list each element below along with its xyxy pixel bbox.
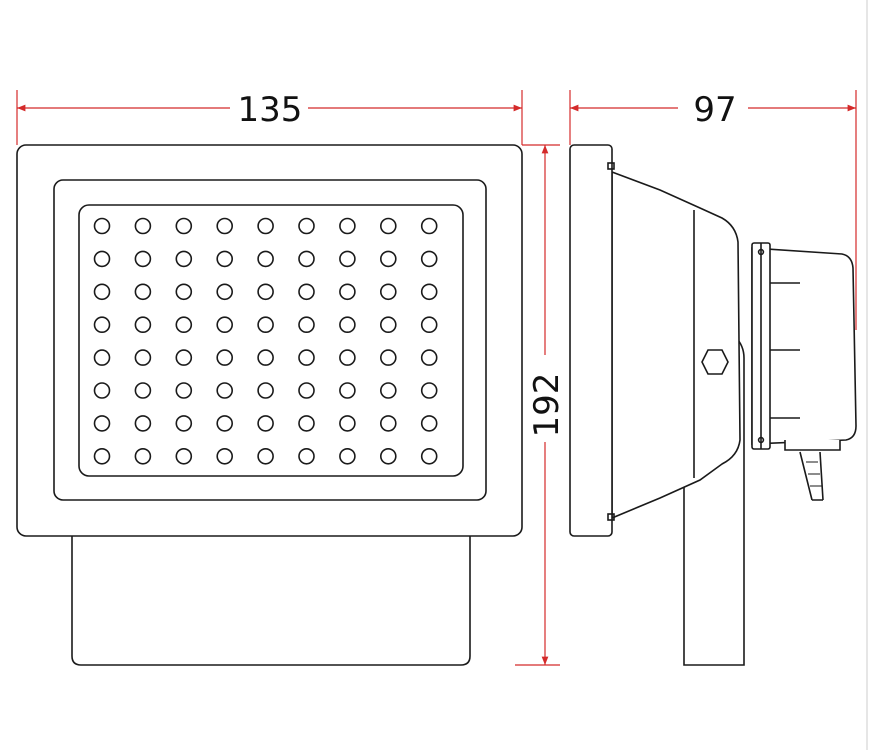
led-icon bbox=[93, 349, 111, 366]
led-icon bbox=[420, 382, 438, 399]
led-icon bbox=[257, 382, 274, 399]
led-icon bbox=[216, 217, 233, 235]
led-icon bbox=[175, 250, 193, 268]
led-icon bbox=[257, 415, 274, 432]
led-icon bbox=[257, 447, 274, 465]
led-icon bbox=[420, 316, 438, 334]
side-view bbox=[569, 144, 857, 666]
cable-gland bbox=[784, 440, 841, 451]
led-icon bbox=[257, 316, 274, 334]
led-grid bbox=[93, 217, 438, 465]
led-icon bbox=[420, 250, 438, 268]
led-icon bbox=[339, 283, 356, 301]
led-icon bbox=[379, 382, 397, 399]
led-icon bbox=[298, 382, 315, 399]
led-icon bbox=[175, 447, 193, 465]
led-icon bbox=[339, 382, 356, 399]
led-icon bbox=[216, 382, 233, 399]
cable bbox=[799, 451, 824, 501]
led-icon bbox=[379, 250, 397, 268]
width-dimension-label: 135 bbox=[238, 90, 303, 130]
led-icon bbox=[93, 316, 111, 334]
led-icon bbox=[257, 283, 274, 301]
led-icon bbox=[379, 316, 397, 334]
led-icon bbox=[93, 415, 111, 432]
led-icon bbox=[93, 382, 111, 399]
led-icon bbox=[420, 349, 438, 366]
led-icon bbox=[134, 316, 152, 334]
led-icon bbox=[298, 349, 315, 366]
led-icon bbox=[134, 447, 152, 465]
led-icon bbox=[175, 415, 193, 432]
led-icon bbox=[216, 447, 233, 465]
led-icon bbox=[216, 415, 233, 432]
led-icon bbox=[93, 447, 111, 465]
front-plate-clip-bottom bbox=[607, 513, 615, 521]
led-icon bbox=[257, 217, 274, 235]
hex-nut-icon bbox=[701, 349, 729, 375]
led-icon bbox=[175, 283, 193, 301]
led-icon bbox=[420, 283, 438, 301]
led-icon bbox=[339, 349, 356, 366]
led-icon bbox=[134, 283, 152, 301]
led-icon bbox=[339, 250, 356, 268]
led-icon bbox=[93, 250, 111, 268]
inner-bezel bbox=[53, 179, 487, 501]
led-icon bbox=[175, 217, 193, 235]
front-view bbox=[16, 144, 523, 666]
led-icon bbox=[339, 447, 356, 465]
led-icon bbox=[134, 349, 152, 366]
led-icon bbox=[339, 217, 356, 235]
height-dimension-label: 192 bbox=[527, 373, 567, 438]
led-icon bbox=[216, 316, 233, 334]
led-icon bbox=[298, 415, 315, 432]
led-icon bbox=[134, 250, 152, 268]
led-icon bbox=[257, 250, 274, 268]
led-icon bbox=[339, 415, 356, 432]
led-icon bbox=[216, 250, 233, 268]
depth-dimension-label: 97 bbox=[693, 90, 736, 130]
right-edge-border bbox=[866, 0, 868, 750]
led-icon bbox=[175, 382, 193, 399]
led-panel bbox=[78, 204, 464, 477]
led-icon bbox=[298, 217, 315, 235]
dimension-lines bbox=[16, 90, 857, 666]
led-icon bbox=[216, 283, 233, 301]
led-icon bbox=[175, 349, 193, 366]
lamp-body bbox=[611, 170, 741, 520]
led-icon bbox=[257, 349, 274, 366]
led-icon bbox=[175, 316, 193, 334]
front-plate bbox=[569, 144, 613, 537]
led-icon bbox=[379, 447, 397, 465]
led-icon bbox=[298, 283, 315, 301]
led-icon bbox=[379, 349, 397, 366]
led-icon bbox=[134, 382, 152, 399]
led-icon bbox=[134, 415, 152, 432]
rear-housing bbox=[71, 535, 471, 666]
led-icon bbox=[420, 447, 438, 465]
led-icon bbox=[379, 217, 397, 235]
driver-box bbox=[751, 247, 857, 445]
led-icon bbox=[379, 415, 397, 432]
led-icon bbox=[420, 217, 438, 235]
led-icon bbox=[379, 283, 397, 301]
led-icon bbox=[134, 217, 152, 235]
led-icon bbox=[298, 316, 315, 334]
outer-frame bbox=[16, 144, 523, 537]
led-icon bbox=[298, 447, 315, 465]
led-icon bbox=[216, 349, 233, 366]
led-icon bbox=[298, 250, 315, 268]
led-icon bbox=[339, 316, 356, 334]
led-icon bbox=[93, 217, 111, 235]
led-icon bbox=[93, 283, 111, 301]
front-plate-clip-top bbox=[607, 162, 615, 170]
led-icon bbox=[420, 415, 438, 432]
